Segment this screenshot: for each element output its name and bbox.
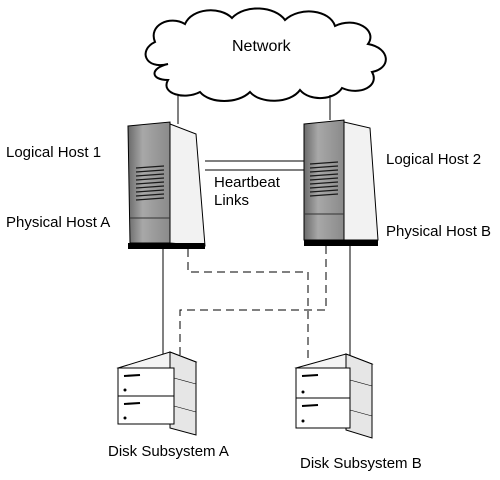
disk-subsystem-b-label: Disk Subsystem B <box>300 455 422 472</box>
disk-subsystem-b <box>294 353 374 439</box>
logical-host-2-label: Logical Host 2 <box>386 151 482 168</box>
network-label: Network <box>232 38 291 55</box>
physical-host-a-server <box>127 121 206 249</box>
heartbeat-label-line1: Heartbeat <box>214 174 280 191</box>
host-a-to-disk-b-dashed <box>187 249 309 360</box>
logical-host-1-label: Logical Host 1 <box>6 144 102 161</box>
disk-subsystem-a-label: Disk Subsystem A <box>108 443 229 460</box>
heartbeat-label-line2: Links <box>214 192 250 209</box>
physical-host-a-label: Physical Host A <box>6 214 111 231</box>
disk-subsystem-a <box>116 351 198 436</box>
physical-host-b-label: Physical Host B <box>386 223 492 240</box>
host-b-to-disk-a-dashed <box>179 246 327 358</box>
physical-host-b-server <box>303 119 379 246</box>
network-cloud <box>144 7 387 102</box>
